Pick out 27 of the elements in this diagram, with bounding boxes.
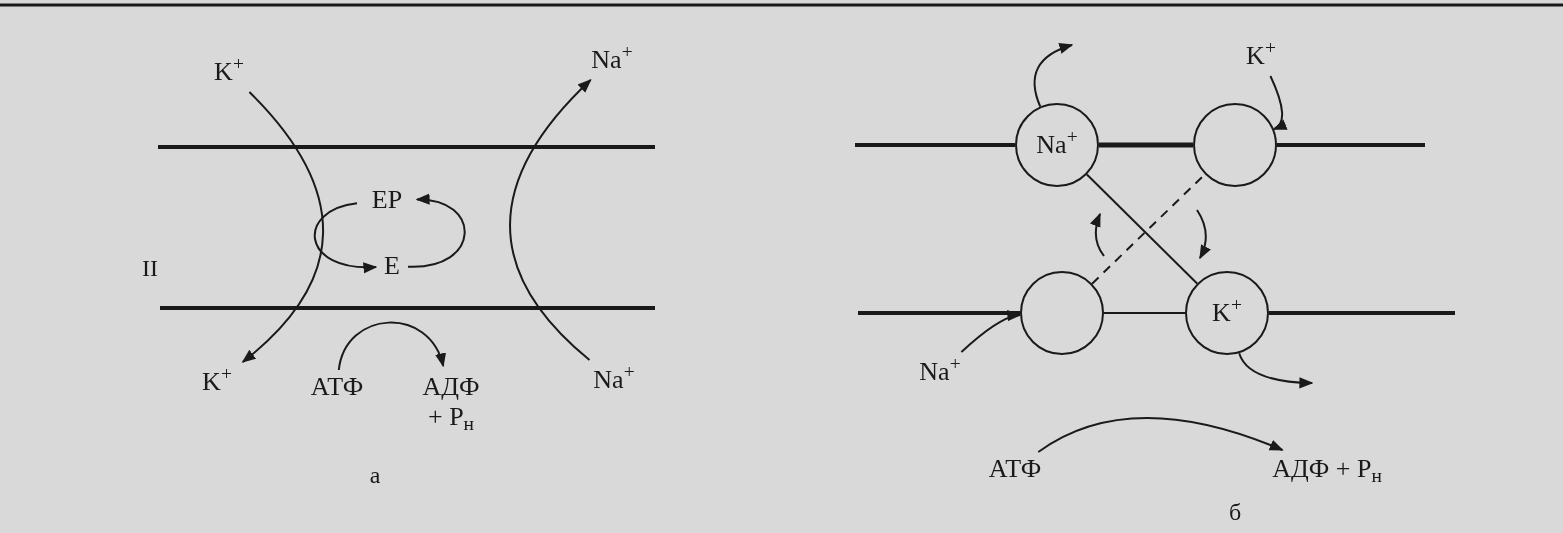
ion-label: АДФ + P$_{н}$ [1252,450,1402,488]
arrow [407,194,466,268]
connector-line [1099,142,1193,148]
row-label: II [141,254,159,283]
arrow [1033,43,1074,108]
arrow [1238,352,1314,389]
arrow [314,202,378,273]
panel-label: а [368,461,382,490]
ion-label: АТФ [300,370,374,404]
arrow [241,91,325,363]
connector-line [1103,312,1186,314]
ion-label: Na$^{+}$ [572,360,656,400]
ion-label: K$^{+}$ [200,52,258,92]
ion-label: K$^{+}$ [186,362,248,402]
ion-label: Na$^{+}$ [900,352,980,392]
arrow [337,321,445,371]
arrow [960,310,1022,353]
ion-label: АТФ [978,452,1052,486]
arrow [1269,75,1288,131]
ion-label: Na$^{+}$ [570,40,654,80]
ion-label: E [376,248,408,284]
arrow [1037,417,1284,453]
arrow [509,79,592,361]
ion-label: K$^{+}$ [1230,36,1292,76]
ion-label: EP [357,182,417,218]
panel-label: б [1227,498,1243,527]
ion-label: АДФ + P$_{н}$ [418,366,484,438]
